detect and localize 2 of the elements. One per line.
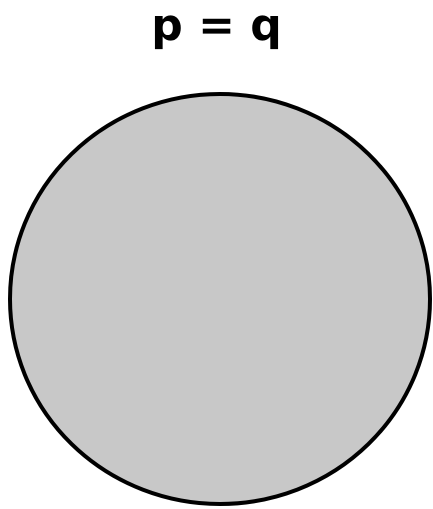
circle-shape <box>8 92 432 506</box>
title: p = q <box>151 2 282 50</box>
